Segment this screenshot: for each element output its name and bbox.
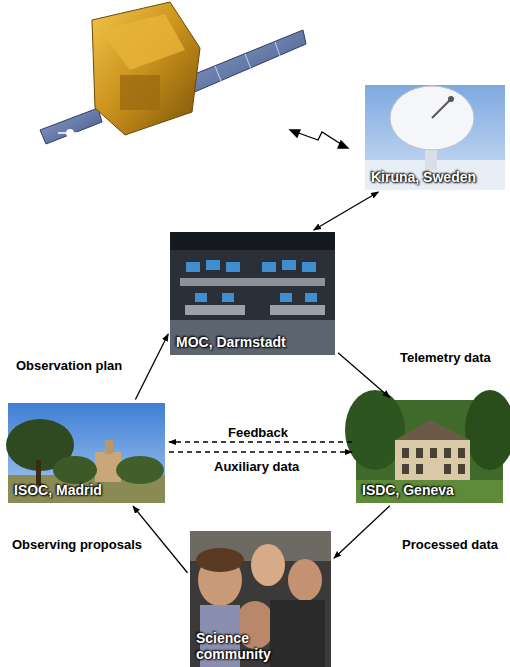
- station-photo-box: Kiruna, Sweden: [365, 85, 505, 190]
- place-label: Kiruna, Sweden: [371, 169, 476, 185]
- data-centre-box: ISDC, Geneva: [356, 400, 503, 503]
- flow-label: Feedback: [226, 425, 290, 440]
- control-centre-box: MOC, Darmstadt: [170, 232, 335, 355]
- place-label: MOC, Darmstadt: [176, 334, 286, 350]
- flow-arrow: [135, 334, 168, 399]
- moc-photo: [170, 232, 335, 355]
- place-label: ISOC, Madrid: [14, 482, 102, 498]
- isoc-photo: [6, 403, 165, 503]
- satellite: [40, 2, 306, 144]
- flow-arrow: [338, 353, 390, 398]
- flow-label: Auxiliary data: [212, 459, 301, 474]
- place-label: Science community: [196, 630, 288, 662]
- flow-label: Processed data: [400, 537, 500, 552]
- place-label: ISDC, Geneva: [362, 482, 454, 498]
- kiruna-photo: [365, 85, 505, 190]
- isdc-photo: [345, 390, 510, 503]
- flow-label: Observation plan: [14, 358, 124, 373]
- operations-centre-box: ISOC, Madrid: [8, 403, 165, 503]
- flow-arrow: [334, 506, 390, 558]
- dashed-arrow: [169, 441, 352, 442]
- dashed-arrow: [169, 451, 352, 452]
- flow-label: Telemetry data: [398, 350, 493, 365]
- science-photo: [190, 531, 331, 667]
- community-photo-box: Science community: [190, 531, 331, 667]
- radio-link: [290, 130, 348, 148]
- flow-label: Observing proposals: [10, 537, 144, 552]
- flow-arrow: [314, 192, 379, 230]
